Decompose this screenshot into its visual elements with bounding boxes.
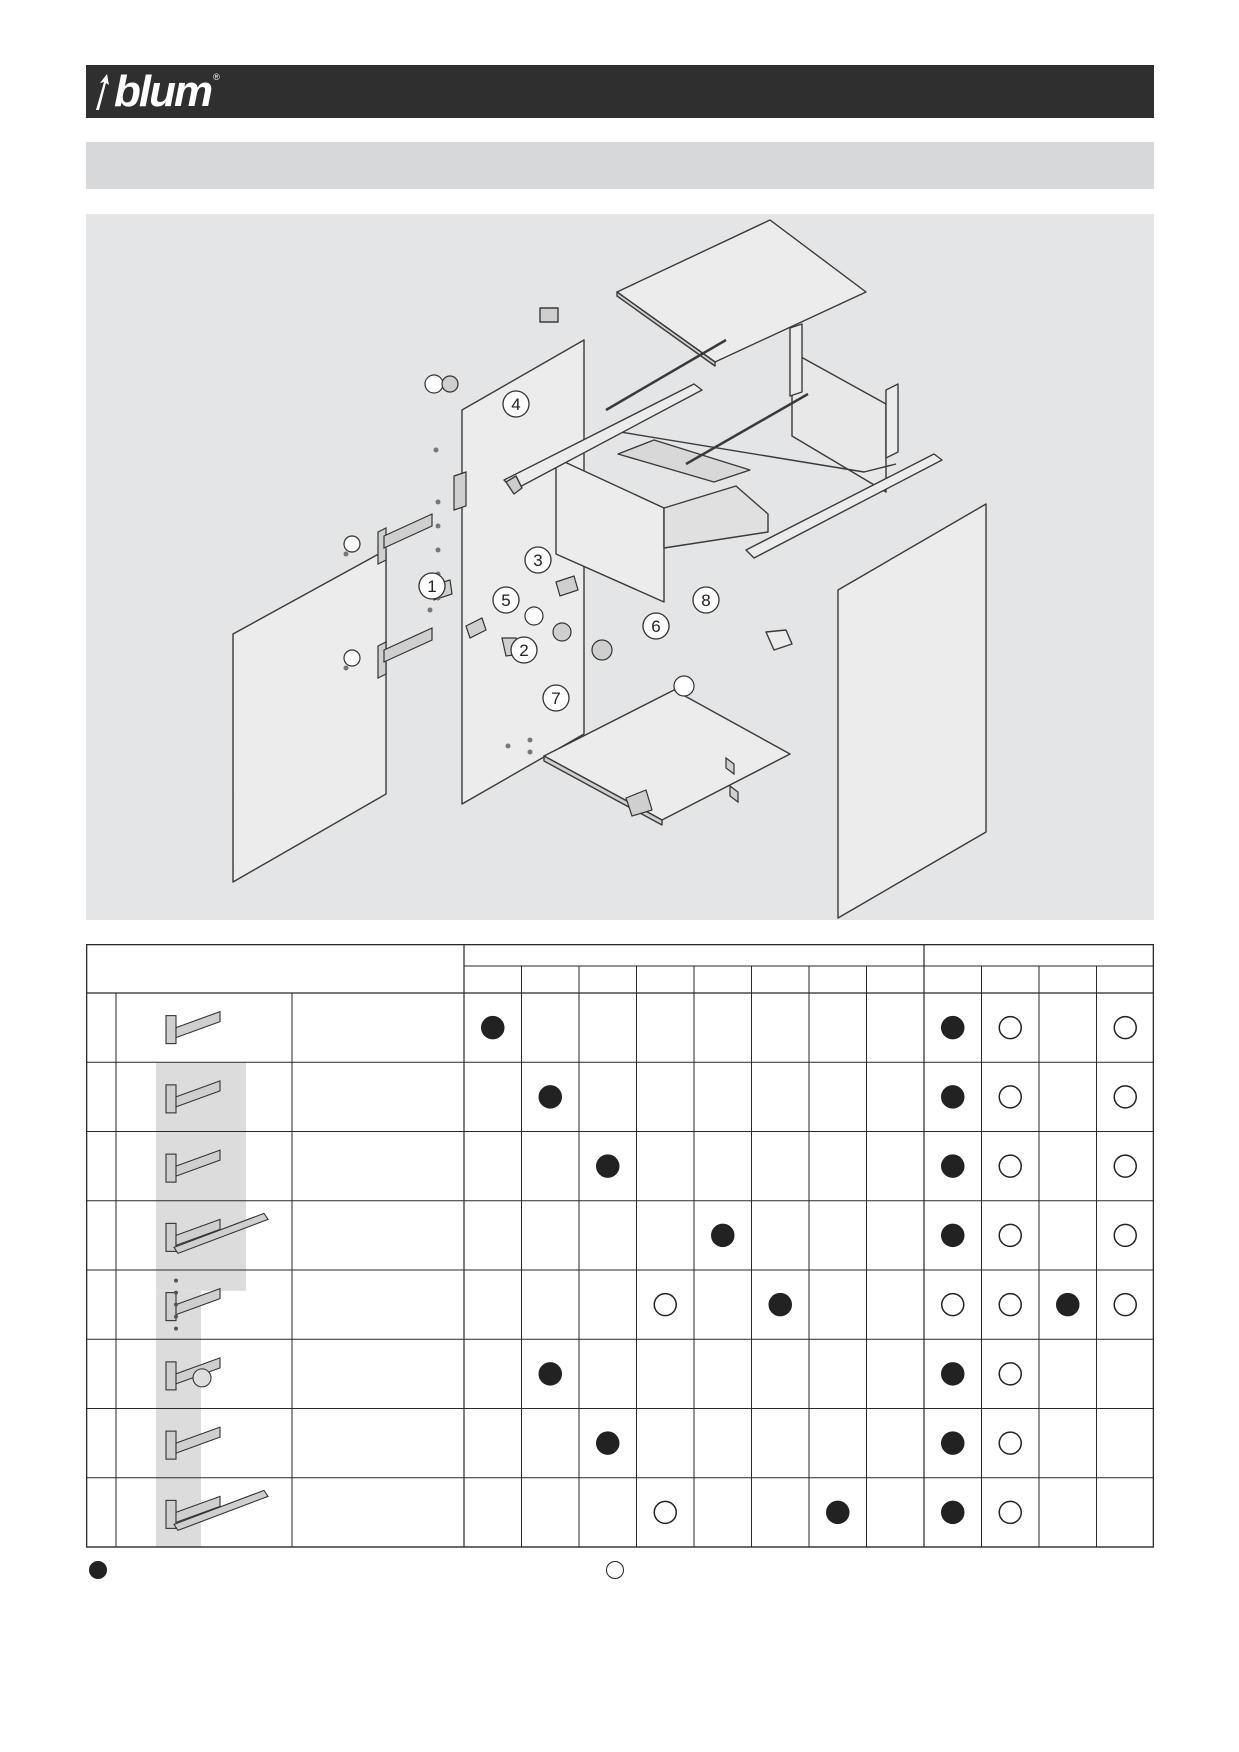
open-circle-r1-c12 <box>1113 1015 1137 1040</box>
filled-dot-r3-c3 <box>596 1154 620 1178</box>
svg-text:5: 5 <box>501 591 510 610</box>
logo-arrow-icon <box>96 73 109 110</box>
callout-3: 3 <box>524 546 552 574</box>
filled-dot-r6-c9 <box>941 1362 965 1386</box>
cabinet-exploded-drawing: 1 2 3 4 5 6 7 8 <box>232 219 987 919</box>
component-matrix <box>86 944 1154 1560</box>
runner-icon <box>165 1212 269 1255</box>
callout-7: 7 <box>542 684 570 712</box>
open-circle-r8-c10 <box>998 1500 1022 1525</box>
open-circle-r4-c10 <box>998 1223 1022 1248</box>
svg-text:6: 6 <box>651 617 660 636</box>
filled-dot-r2-c9 <box>941 1085 965 1109</box>
callout-4: 4 <box>502 390 530 418</box>
hinge-icon <box>165 1010 221 1045</box>
cabinet-exploded-illustration: 1 2 3 4 5 6 7 8 <box>86 214 1154 920</box>
right-door <box>837 503 987 919</box>
open-circle-r2-c10 <box>998 1085 1022 1109</box>
open-circle-r5-c10 <box>998 1292 1022 1317</box>
leg-icon <box>165 1426 221 1460</box>
open-circle-r6-c10 <box>998 1362 1022 1386</box>
open-circle-r7-c10 <box>998 1431 1022 1455</box>
svg-text:4: 4 <box>511 395 520 414</box>
back-panel <box>791 351 887 493</box>
filled-dot-r4-c5 <box>711 1223 735 1248</box>
filled-dot-r1-c9 <box>941 1015 965 1040</box>
drawer-fixing-icon <box>165 1489 269 1532</box>
hinge-plate-icon <box>165 1149 221 1183</box>
legend-open-circle <box>606 1561 624 1579</box>
legend-filled-dot <box>89 1561 107 1579</box>
filled-dot-r4-c9 <box>941 1223 965 1248</box>
filled-dot-r1-c1 <box>481 1015 505 1040</box>
open-circle-r5-c12 <box>1113 1292 1137 1317</box>
component-matrix-grid <box>86 944 1154 1548</box>
svg-text:2: 2 <box>519 641 528 660</box>
open-circle-r3-c10 <box>998 1154 1022 1178</box>
filled-dot-r5-c11 <box>1056 1292 1080 1317</box>
svg-text:8: 8 <box>701 591 710 610</box>
right-runner <box>745 453 943 559</box>
filled-dot-r8-c9 <box>941 1500 965 1525</box>
callout-5: 5 <box>492 586 520 614</box>
filled-dot-r8-c7 <box>826 1500 850 1525</box>
open-circle-r2-c12 <box>1113 1085 1137 1109</box>
filled-dot-r3-c9 <box>941 1154 965 1178</box>
header-bar: blum ® <box>86 65 1154 118</box>
open-circle-r5-c4 <box>653 1292 677 1317</box>
filled-dot-r7-c3 <box>596 1431 620 1455</box>
callout-8: 8 <box>692 586 720 614</box>
filled-dot-r5-c6 <box>768 1292 792 1317</box>
svg-text:3: 3 <box>533 551 542 570</box>
logo-wordmark: blum <box>114 66 213 116</box>
svg-text:1: 1 <box>427 577 436 596</box>
left-door <box>232 549 387 883</box>
svg-text:7: 7 <box>551 689 560 708</box>
open-circle-r1-c10 <box>998 1015 1022 1040</box>
callout-6: 6 <box>642 612 670 640</box>
filled-dot-r2-c2 <box>538 1085 562 1109</box>
open-circle-r4-c12 <box>1113 1223 1137 1248</box>
callout-2: 2 <box>510 636 538 664</box>
open-circle-r3-c12 <box>1113 1154 1137 1178</box>
drawer-front <box>555 457 665 603</box>
thumb-shade-2 <box>156 1290 201 1547</box>
blum-logo: blum ® <box>92 67 220 116</box>
filled-dot-r7-c9 <box>941 1431 965 1455</box>
connector-icon <box>165 1357 221 1391</box>
drill-holes-icon <box>165 1278 221 1331</box>
callout-1: 1 <box>418 572 446 600</box>
filled-dot-r6-c2 <box>538 1362 562 1386</box>
registered-mark: ® <box>213 72 220 82</box>
title-band <box>86 142 1154 189</box>
top-panel <box>616 219 867 363</box>
front-fixing-icon <box>165 1080 221 1114</box>
open-circle-r5-c9 <box>941 1292 965 1317</box>
open-circle-r8-c4 <box>653 1500 677 1525</box>
